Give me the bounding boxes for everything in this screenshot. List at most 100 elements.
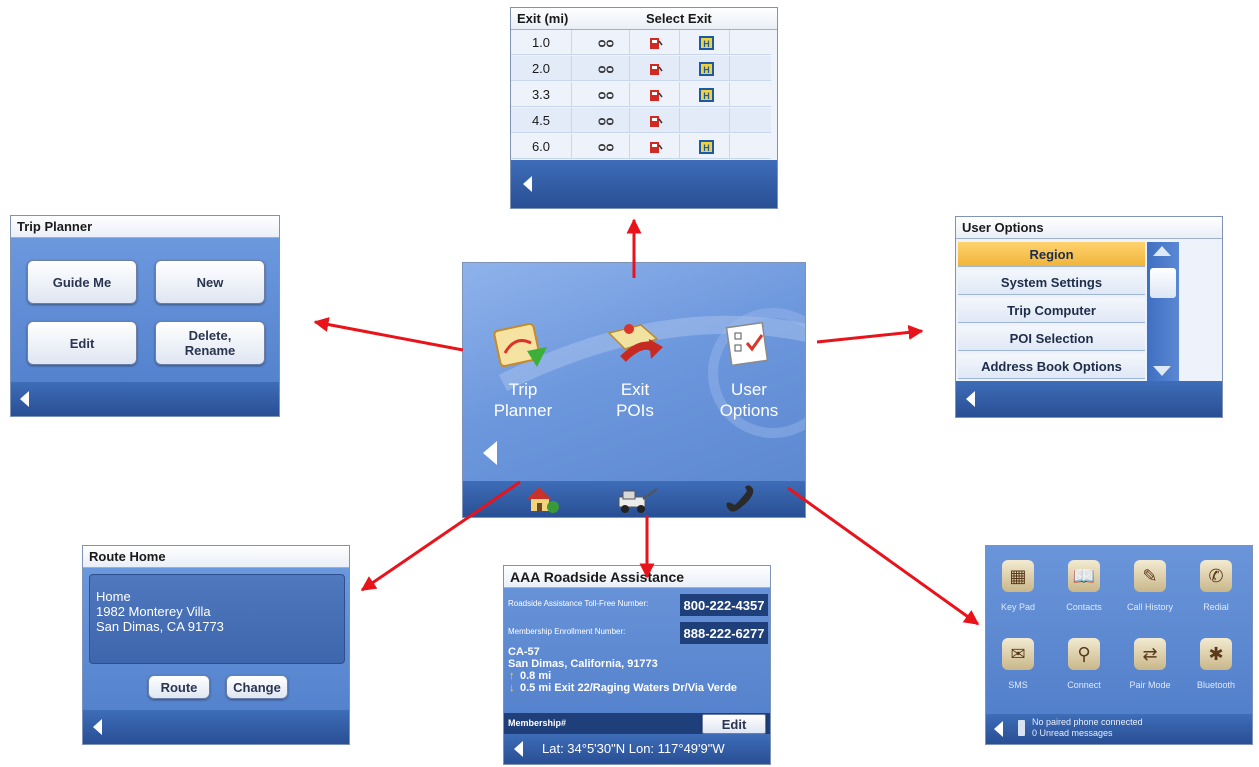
hotel-icon: H (681, 82, 731, 107)
scroll-thumb[interactable] (1150, 268, 1176, 298)
home-city: San Dimas, CA 91773 (96, 619, 224, 634)
restaurant-icon: ᴑᴑ (597, 87, 615, 102)
home-icon[interactable] (521, 483, 561, 515)
select-exit-header: Select Exit (646, 11, 712, 26)
membership-field-label: Membership# (508, 718, 567, 728)
change-button[interactable]: Change (226, 675, 288, 699)
phone-item-label: Contacts (1066, 602, 1102, 612)
phone-item[interactable]: ✆Redial (1184, 556, 1248, 626)
user-options-menu-item[interactable]: User Options (699, 313, 799, 443)
exit-pois-menu-item[interactable]: Exit POIs (585, 313, 685, 443)
home-street: 1982 Monterey Villa (96, 604, 211, 619)
arrow-to-user-options (816, 324, 924, 344)
phone-item[interactable]: ✱Bluetooth (1184, 634, 1248, 704)
back-arrow-icon[interactable] (966, 391, 975, 407)
phone-item[interactable]: ⚲Connect (1052, 634, 1116, 704)
phone-grid: ▦Key Pad📖Contacts✎Call History✆Redial ✉SM… (986, 546, 1252, 711)
connect-icon: ⚲ (1068, 638, 1100, 670)
phone-item[interactable]: ⇄Pair Mode (1118, 634, 1182, 704)
column-divider (629, 108, 630, 133)
new-button[interactable]: New (155, 260, 265, 304)
back-arrow-icon[interactable] (523, 176, 532, 192)
restaurant-icon: ᴑᴑ (597, 61, 615, 76)
direction-down-row: ↓ 0.5 mi Exit 22/Raging Waters Dr/Via Ve… (508, 682, 770, 694)
column-divider (729, 30, 730, 55)
column-divider (571, 56, 572, 81)
user-option-item[interactable]: Address Book Options (958, 354, 1145, 379)
back-arrow-icon[interactable] (93, 719, 102, 735)
gas-station-icon (631, 82, 681, 107)
edit-button[interactable]: Edit (27, 321, 137, 365)
back-arrow-icon[interactable] (994, 721, 1003, 737)
back-arrow-icon[interactable] (514, 741, 523, 757)
back-arrow-icon[interactable] (483, 441, 497, 465)
exit-pois-footer (511, 160, 777, 208)
column-divider (679, 30, 680, 55)
arrow-to-phone (787, 486, 980, 626)
svg-text:H: H (703, 39, 710, 49)
edit-membership-button[interactable]: Edit (702, 714, 766, 734)
user-option-item[interactable]: Trip Computer (958, 298, 1145, 323)
phone-screen: ▦Key Pad📖Contacts✎Call History✆Redial ✉SM… (985, 545, 1253, 745)
column-divider (729, 56, 730, 81)
back-arrow-icon[interactable] (20, 391, 29, 407)
exit-row[interactable]: 1.0 ᴑᴑ H (511, 30, 771, 55)
phone-item[interactable]: 📖Contacts (1052, 556, 1116, 626)
scroll-up-arrow-icon[interactable] (1153, 246, 1171, 256)
road-name: CA-57 (508, 646, 540, 658)
column-divider (629, 56, 630, 81)
trip-planner-title: Trip Planner (11, 216, 279, 238)
trip-planner-screen: Trip Planner Guide Me New Edit Delete, R… (10, 215, 280, 417)
scroll-down-arrow-icon[interactable] (1153, 366, 1171, 376)
column-divider (679, 56, 680, 81)
phone-item[interactable]: ✎Call History (1118, 556, 1182, 626)
restaurant-icon: ᴑᴑ (597, 35, 615, 50)
coordinates: Lat: 34°5'30"N Lon: 117°49'9"W (542, 741, 725, 756)
phone-footer: No paired phone connected 0 Unread messa… (986, 714, 1252, 744)
hotel-icon: H (681, 56, 731, 81)
column-divider (729, 82, 730, 107)
column-divider (571, 134, 572, 159)
guide-me-button[interactable]: Guide Me (27, 260, 137, 304)
user-option-item[interactable]: System Settings (958, 270, 1145, 295)
membership-number: 888-222-6277 (680, 622, 768, 644)
pair-mode-icon: ⇄ (1134, 638, 1166, 670)
column-divider (629, 82, 630, 107)
phone-item[interactable]: ▦Key Pad (986, 556, 1050, 626)
map-route-icon (493, 322, 547, 368)
gas-station-icon (631, 56, 681, 81)
exit-distance: 1.0 (531, 35, 551, 50)
gas-station-icon (631, 134, 681, 159)
route-button[interactable]: Route (148, 675, 210, 699)
main-menu-footer (463, 481, 805, 517)
phone-item[interactable]: ✉SMS (986, 634, 1050, 704)
svg-text:H: H (703, 143, 710, 153)
tow-truck-icon[interactable] (615, 485, 661, 515)
delete-rename-button[interactable]: Delete, Rename (155, 321, 265, 365)
phone-item-label: SMS (1008, 680, 1028, 690)
membership-label: Membership Enrollment Number: (508, 627, 626, 636)
column-divider (679, 134, 680, 159)
exit-distance: 4.5 (531, 113, 551, 128)
phone-icon[interactable] (721, 485, 757, 515)
location-info: CA-57 San Dimas, California, 91773 ↑ 0.8… (508, 646, 770, 694)
tollfree-row: Roadside Assistance Toll-Free Number: 80… (504, 594, 770, 616)
column-divider (571, 30, 572, 55)
restaurant-icon: ᴑᴑ (597, 139, 615, 154)
scrollbar[interactable] (1147, 242, 1179, 382)
user-option-item[interactable]: POI Selection (958, 326, 1145, 351)
gas-station-icon (631, 30, 681, 55)
user-options-footer (956, 381, 1222, 417)
svg-text:H: H (703, 65, 710, 75)
trip-planner-menu-item[interactable]: Trip Planner (473, 313, 573, 443)
user-option-item[interactable]: Region (958, 242, 1145, 267)
column-divider (679, 82, 680, 107)
column-divider (679, 108, 680, 133)
